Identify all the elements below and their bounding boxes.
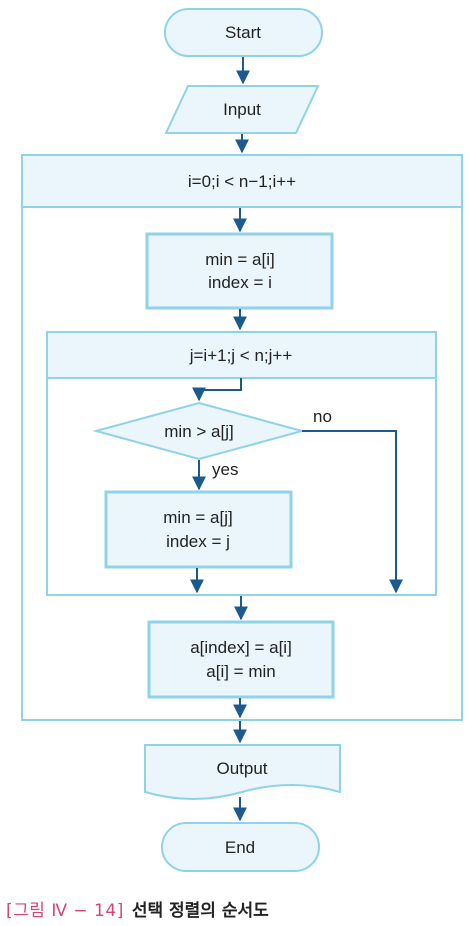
yes-label: yes <box>212 460 238 479</box>
end-terminator <box>161 822 320 872</box>
figure-caption: [그림 Ⅳ − 14] 선택 정렬의 순서도 <box>6 896 269 921</box>
swap-line-1: a[index] = a[i] <box>190 638 292 657</box>
update-line-1: min = a[j] <box>163 508 232 527</box>
input-box <box>164 85 320 134</box>
caption-number: [그림 Ⅳ − 14] <box>6 901 124 921</box>
end-label: End <box>225 838 255 857</box>
swap-line-2: a[i] = min <box>206 662 275 681</box>
arrow-inner-diamond <box>192 378 242 402</box>
outer-loop-header <box>21 154 463 208</box>
no-label: no <box>313 407 332 426</box>
output-label: Output <box>216 759 267 778</box>
condition-diamond <box>92 401 306 461</box>
init-process <box>145 232 334 310</box>
start-terminator <box>164 8 323 57</box>
init-line-2: index = i <box>208 273 272 292</box>
init-line-1: min = a[i] <box>205 250 274 269</box>
outer-loop-label: i=0;i < n−1;i++ <box>188 172 296 191</box>
selection-sort-flowchart: Start Input i=0;i < n−1;i++ min = a[i] i… <box>21 8 463 872</box>
swap-process <box>147 620 335 699</box>
inner-loop-label: j=i+1;j < n;j++ <box>189 346 293 365</box>
update-process <box>104 490 293 569</box>
arrow-diamond-no <box>302 430 403 594</box>
input-label: Input <box>223 100 261 119</box>
output-document <box>144 744 341 800</box>
start-label: Start <box>225 23 261 42</box>
caption-title: 선택 정렬의 순서도 <box>131 901 269 921</box>
condition-label: min > a[j] <box>164 422 233 441</box>
update-line-2: index = j <box>166 532 230 551</box>
